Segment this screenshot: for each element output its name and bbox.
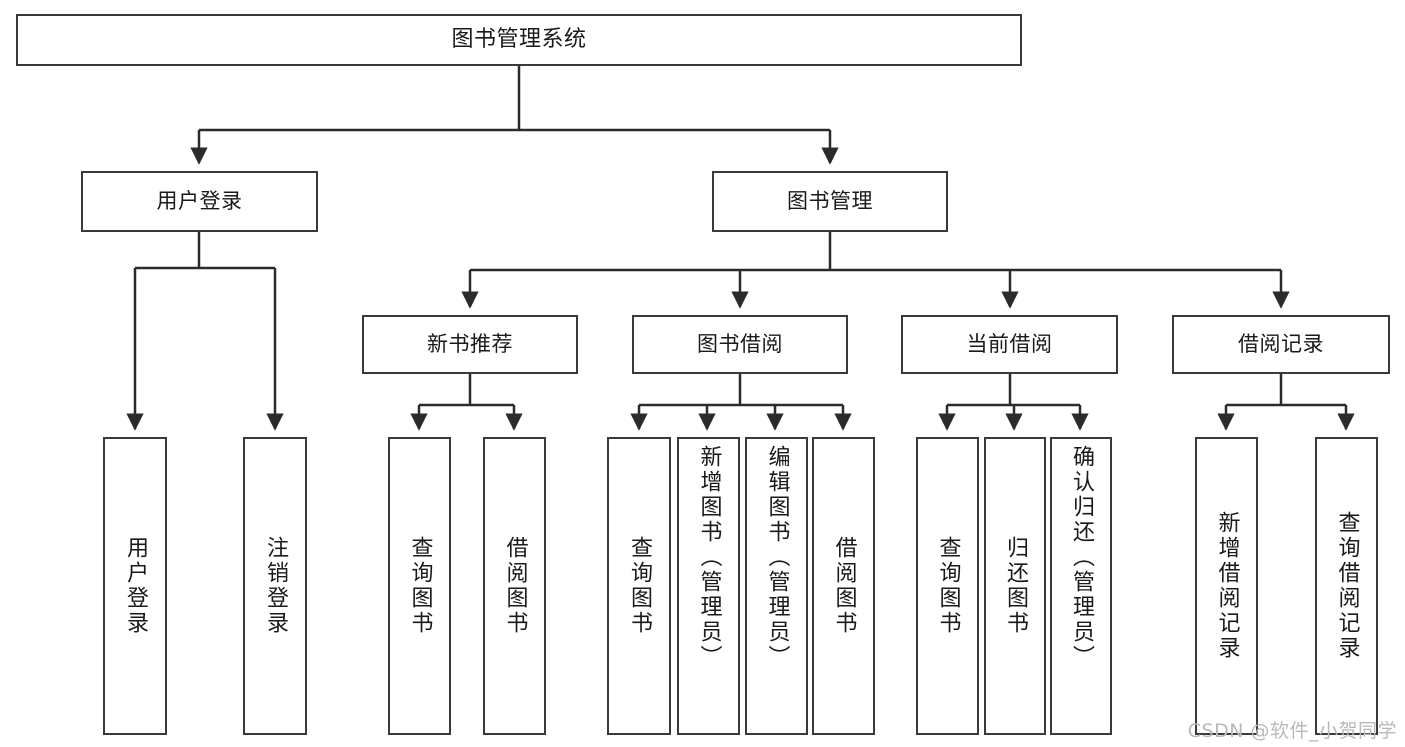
node-leaf-query-book-2-label: 查询图书 bbox=[627, 536, 652, 636]
node-book-manage[interactable]: 图书管理 bbox=[712, 171, 948, 232]
node-leaf-borrow-book-1[interactable]: 借阅图书 bbox=[483, 437, 546, 735]
node-book-borrow[interactable]: 图书借阅 bbox=[632, 315, 848, 374]
node-leaf-add-book-label: 新增图书（管理员） bbox=[696, 445, 722, 670]
node-borrow-record-label: 借阅记录 bbox=[1238, 332, 1324, 356]
node-new-book-rec[interactable]: 新书推荐 bbox=[362, 315, 578, 374]
node-leaf-return-book[interactable]: 归还图书 bbox=[984, 437, 1046, 735]
node-book-manage-label: 图书管理 bbox=[787, 189, 873, 213]
node-leaf-return-book-label: 归还图书 bbox=[1003, 536, 1028, 636]
node-leaf-query-record[interactable]: 查询借阅记录 bbox=[1315, 437, 1378, 735]
node-leaf-query-book-1-label: 查询图书 bbox=[407, 536, 433, 636]
node-current-borrow[interactable]: 当前借阅 bbox=[901, 315, 1118, 374]
node-new-book-rec-label: 新书推荐 bbox=[427, 332, 513, 356]
node-leaf-user-login-label: 用户登录 bbox=[123, 536, 148, 636]
node-leaf-user-login[interactable]: 用户登录 bbox=[103, 437, 167, 735]
node-leaf-add-record[interactable]: 新增借阅记录 bbox=[1195, 437, 1258, 735]
node-leaf-confirm-return[interactable]: 确认归还（管理员） bbox=[1050, 437, 1112, 735]
node-borrow-record[interactable]: 借阅记录 bbox=[1172, 315, 1390, 374]
node-leaf-borrow-book-1-label: 借阅图书 bbox=[502, 536, 528, 636]
node-leaf-add-book[interactable]: 新增图书（管理员） bbox=[677, 437, 740, 735]
node-current-borrow-label: 当前借阅 bbox=[966, 332, 1053, 356]
node-leaf-query-book-1[interactable]: 查询图书 bbox=[388, 437, 451, 735]
node-user-login-label: 用户登录 bbox=[156, 189, 243, 213]
node-leaf-query-book-2[interactable]: 查询图书 bbox=[607, 437, 671, 735]
node-leaf-confirm-return-label: 确认归还（管理员） bbox=[1069, 445, 1094, 670]
node-user-login[interactable]: 用户登录 bbox=[81, 171, 318, 232]
node-root[interactable]: 图书管理系统 bbox=[16, 14, 1022, 66]
node-root-label: 图书管理系统 bbox=[451, 27, 587, 52]
node-leaf-user-logout-label: 注销登录 bbox=[263, 536, 288, 636]
node-leaf-add-record-label: 新增借阅记录 bbox=[1214, 511, 1240, 661]
node-leaf-edit-book[interactable]: 编辑图书（管理员） bbox=[745, 437, 808, 735]
node-leaf-user-logout[interactable]: 注销登录 bbox=[243, 437, 307, 735]
node-leaf-borrow-book-2[interactable]: 借阅图书 bbox=[812, 437, 875, 735]
watermark: CSDN @软件_小贺同学 bbox=[1187, 720, 1397, 742]
node-leaf-edit-book-label: 编辑图书（管理员） bbox=[764, 445, 790, 670]
node-leaf-query-book-3[interactable]: 查询图书 bbox=[916, 437, 979, 735]
node-leaf-query-book-3-label: 查询图书 bbox=[935, 536, 961, 636]
node-book-borrow-label: 图书借阅 bbox=[697, 332, 783, 356]
node-leaf-borrow-book-2-label: 借阅图书 bbox=[831, 536, 857, 636]
node-leaf-query-record-label: 查询借阅记录 bbox=[1334, 511, 1360, 661]
